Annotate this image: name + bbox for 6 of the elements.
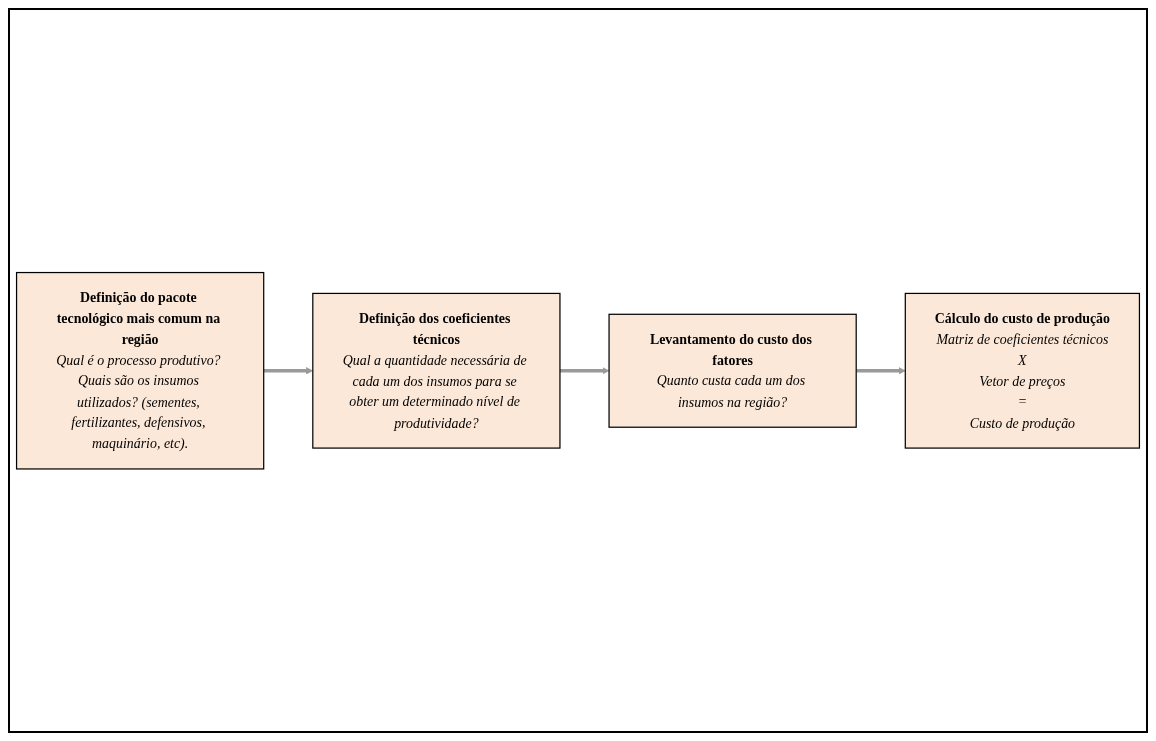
arrow bbox=[559, 366, 610, 375]
node-box: Definição do pacote tecnológico mais comum na região Qual é o processo produtivo? Quais são os insumos utilizados? (sementes, fertilizantes, defensivos, maquinário, etc). bbox=[15, 271, 265, 470]
node-box: Levantamento do custo dos fatores Quanto custa cada um dos insumos na região? bbox=[608, 313, 857, 428]
node-box: Definição dos coeficientes técnicos Qual a quantidade necessária de cada um dos insumos para se obter um determinado nível de produtividade? bbox=[312, 292, 561, 449]
arrow bbox=[856, 366, 906, 375]
node-box: Cálculo do custo de produção Matriz de coeficientes técnicos X Vetor de preços = Custo de produção bbox=[904, 292, 1141, 449]
